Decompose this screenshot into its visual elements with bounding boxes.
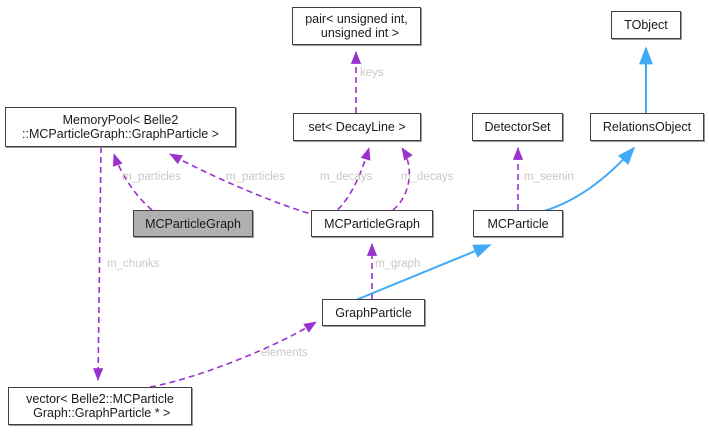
node-label: set< DecayLine > [308, 120, 406, 134]
node-detectorset[interactable]: DetectorSet [472, 113, 563, 141]
node-label: vector< Belle2::MCParticle Graph::GraphP… [26, 392, 174, 420]
node-relationsobject[interactable]: RelationsObject [590, 113, 704, 141]
node-label: MCParticleGraph [324, 216, 420, 231]
node-mcparticle[interactable]: MCParticle [473, 210, 563, 237]
node-set-decayline[interactable]: set< DecayLine > [293, 113, 421, 141]
node-label: TObject [624, 18, 668, 32]
edge-label-keys: keys [360, 67, 384, 79]
node-pair-unsigned-int[interactable]: pair< unsigned int, unsigned int > [292, 7, 421, 45]
edge-label-m-particles-right: m_particles [226, 171, 285, 183]
node-mcparticlegraph-current[interactable]: MCParticleGraph [133, 210, 253, 237]
node-label: MCParticleGraph [145, 216, 241, 231]
node-mcparticlegraph[interactable]: MCParticleGraph [311, 210, 433, 237]
edge-label-m-decays-right: m_decays [401, 171, 454, 183]
node-label: DetectorSet [484, 120, 551, 134]
edge-label-m-decays-left: m_decays [320, 171, 373, 183]
node-tobject[interactable]: TObject [611, 11, 681, 39]
edge-label-m-particles-left: m_particles [122, 171, 181, 183]
edge-label-m-seenin: m_seenin [524, 171, 574, 183]
edge-label-m-chunks: m_chunks [107, 258, 160, 270]
node-label: RelationsObject [602, 120, 692, 134]
edge-label-elements: elements [261, 347, 308, 359]
node-memorypool[interactable]: MemoryPool< Belle2 ::MCParticleGraph::Gr… [5, 107, 236, 147]
edge-m-chunks [93, 146, 104, 381]
edge-m-particles-right [169, 153, 319, 217]
node-vector-graphparticle-ptr[interactable]: vector< Belle2::MCParticle Graph::GraphP… [8, 387, 192, 425]
edge-label-m-graph: m_graph [375, 258, 421, 270]
node-graphparticle[interactable]: GraphParticle [322, 299, 425, 326]
node-label: GraphParticle [335, 305, 412, 320]
node-label: MemoryPool< Belle2 ::MCParticleGraph::Gr… [22, 113, 219, 141]
node-label: MCParticle [487, 216, 549, 231]
node-label: pair< unsigned int, unsigned int > [305, 12, 408, 40]
